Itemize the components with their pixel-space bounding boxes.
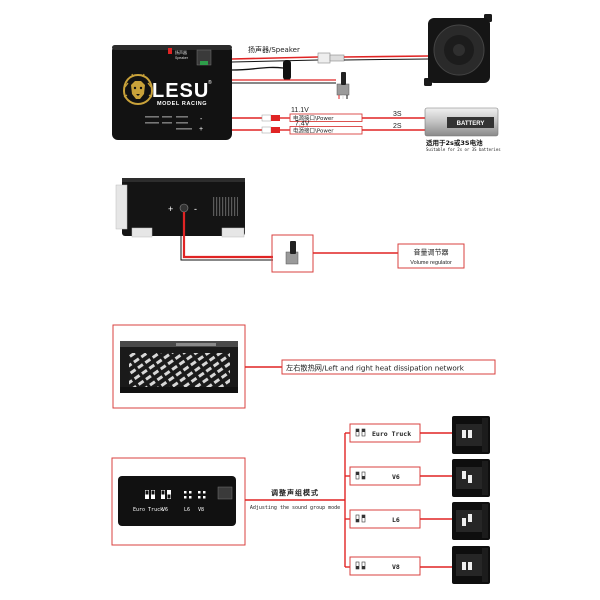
speaker-connector (317, 52, 345, 64)
mode-option-l6: L6 (345, 509, 452, 529)
option-label-euro-truck: Euro Truck (372, 430, 411, 438)
photo-euro-truck-setting (452, 416, 490, 454)
speaker-port: 扬声器 Speaker (168, 48, 212, 66)
ferrite-core-icon (283, 60, 291, 80)
speaker-port-label-cn: 扬声器 (175, 49, 187, 55)
option-label-v8: V8 (392, 563, 400, 571)
plus-terminal-label: + (199, 126, 203, 133)
power-input-7v: 7.4V 电源接口\Power 2S (232, 121, 425, 135)
volume-port-icon (179, 203, 189, 213)
volume-knob-icon (285, 241, 299, 265)
power-port-label-7v: 电源接口\Power (293, 127, 334, 135)
heat-label-box (281, 359, 496, 375)
speaker-lead-red (343, 55, 429, 58)
cell-count-3s: 3S (393, 111, 402, 118)
brand-logotype: LESU (152, 80, 209, 102)
potentiometer-icon (336, 72, 350, 99)
speaker-port-label-en: Speaker (175, 56, 189, 60)
option-label-l6: L6 (392, 516, 400, 524)
panel-label-l6: L6 (184, 507, 190, 513)
sound-module-top-view: 扬声器 Speaker LESU ® MODEL RACING (112, 45, 232, 140)
speaker-grill (212, 197, 238, 216)
volume-regulator-section: + - 音量调节器 Volume regulator (115, 178, 465, 273)
volume-label-cn: 音量调节器 (414, 248, 449, 257)
heat-grid (129, 353, 230, 387)
heat-label: 左右散热网/Left and right heat dissipation ne… (286, 364, 465, 373)
voltage-label-11v: 11.1V (291, 107, 309, 114)
switch-pattern-icon (355, 428, 366, 437)
switch-pattern-icon (355, 561, 366, 570)
dip-switch-euro-truck-icon (145, 490, 155, 499)
volume-plus-label: + (168, 204, 173, 214)
heat-sink-device (120, 341, 238, 393)
power-input-11v: 11.1V 电源接口\Power 3S (232, 107, 425, 122)
sound-module-side-view: + - (115, 178, 245, 238)
battery-icon: BATTERY (424, 107, 499, 137)
photo-l6-setting (452, 502, 490, 540)
brand-subtitle: MODEL RACING (157, 101, 207, 107)
speaker-label: 扬声器/Speaker (248, 45, 300, 54)
mode-option-v8: V8 (345, 556, 452, 576)
lesu-lion-logo-icon (122, 73, 154, 106)
cell-count-2s: 2S (393, 123, 402, 130)
speaker-wire-red (231, 56, 319, 60)
minus-terminal-label: - (200, 116, 203, 123)
photo-v8-setting (452, 546, 490, 584)
switch-pattern-icon (355, 514, 366, 523)
battery-note-en: Suitable for 2s or 3S batteries (426, 147, 501, 152)
wiring-overview: 扬声器 Speaker LESU ® MODEL RACING (112, 14, 501, 152)
voltage-label-7v: 7.4V (295, 121, 310, 128)
volume-minus-label: - (194, 204, 197, 214)
volume-label-en: Volume regulator (410, 260, 452, 266)
mode-switch-panel: Euro Truck V6 L6 V8 (118, 476, 236, 526)
speaker-wire-black (231, 59, 319, 63)
speaker-icon (424, 14, 492, 86)
battery-label: BATTERY (457, 121, 485, 127)
spec-print (145, 116, 192, 130)
photo-v6-setting (452, 459, 490, 497)
sound-mode-label-cn: 调整声组模式 (271, 488, 319, 497)
power-port-label-11v: 电源接口\Power (293, 114, 334, 122)
dip-switch-v8-icon (198, 491, 206, 499)
sound-mode-section: Euro Truck V6 L6 V8 调整声组模式 Adjusting the… (111, 416, 490, 584)
option-label-v6: V6 (392, 473, 400, 481)
panel-label-v6: V6 (162, 507, 168, 513)
mode-option-v6: V6 (345, 466, 452, 486)
antenna-wire (231, 66, 284, 71)
switch-pattern-icon (355, 471, 366, 480)
panel-label-v8: V8 (198, 507, 204, 513)
dip-switch-v6-icon (161, 490, 171, 499)
dip-switch-l6-icon (184, 491, 192, 499)
sound-mode-label-en: Adjusting the sound group mode (250, 505, 340, 511)
volume-wire-black (180, 213, 273, 261)
speaker-lead-black (343, 58, 429, 61)
volume-wire-red (182, 212, 273, 259)
heat-dissipation-section: 左右散热网/Left and right heat dissipation ne… (112, 324, 496, 409)
battery-note-cn: 适用于2s或3S电池 (426, 138, 483, 147)
volume-label-box (397, 243, 465, 269)
panel-label-euro-truck: Euro Truck (133, 507, 163, 513)
mode-option-euro-truck: Euro Truck (345, 423, 452, 443)
registered-mark: ® (208, 79, 212, 86)
